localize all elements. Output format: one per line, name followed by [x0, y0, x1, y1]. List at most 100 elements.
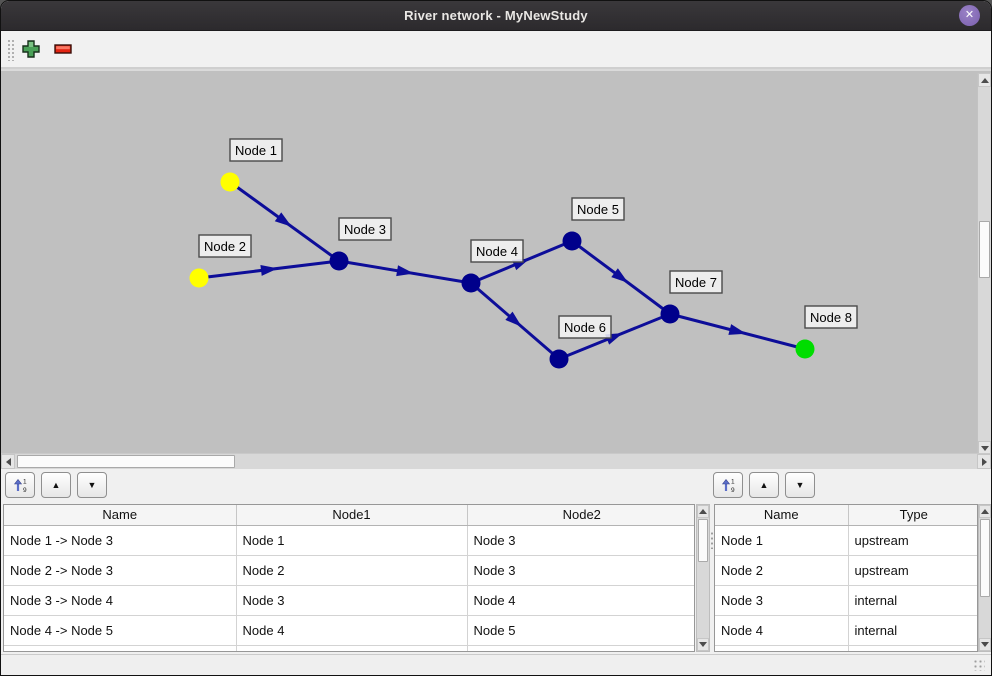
node-label: Node 2	[204, 239, 246, 254]
move-up-icon: ▲	[51, 480, 61, 490]
table-cell[interactable]: Node 5	[467, 615, 694, 646]
close-button[interactable]: ✕	[959, 5, 980, 26]
node-table-scrollbar[interactable]	[978, 504, 991, 652]
scroll-down-icon	[980, 445, 989, 451]
scroll-down-button[interactable]	[979, 638, 991, 651]
table-cell[interactable]: Node 3 -> Node 4	[4, 585, 237, 616]
node-label-box	[470, 239, 524, 263]
column-header[interactable]: Name	[715, 505, 849, 526]
canvas-vscroll-thumb[interactable]	[979, 221, 990, 278]
table-cell[interactable]: Node 2	[236, 555, 468, 586]
node-label-box	[558, 315, 612, 339]
node-scroll-thumb[interactable]	[980, 519, 990, 597]
resize-grip[interactable]	[973, 659, 985, 671]
table-cell[interactable]: Node 1	[236, 525, 468, 556]
scroll-down-button[interactable]	[697, 638, 709, 651]
column-header[interactable]: Node2	[467, 505, 694, 526]
node-move-down-button[interactable]: ▼	[785, 472, 815, 498]
branch-table-scrollbar[interactable]	[696, 504, 710, 652]
node-sort-button[interactable]: 1 9	[713, 472, 743, 498]
node-label-box	[198, 234, 252, 258]
table-row	[4, 645, 694, 651]
scroll-up-button[interactable]	[697, 505, 709, 518]
table-cell[interactable]: Node 3	[467, 555, 694, 586]
branch-move-up-button[interactable]: ▲	[41, 472, 71, 498]
scroll-right-button[interactable]	[977, 454, 991, 469]
scroll-up-icon	[981, 509, 989, 514]
column-header[interactable]: Name	[4, 505, 237, 526]
column-header[interactable]: Type	[848, 505, 977, 526]
titlebar: River network - MyNewStudy ✕	[1, 1, 991, 31]
node-circle[interactable]	[795, 339, 815, 359]
table-cell[interactable]: Node 1	[715, 525, 849, 556]
window-title: River network - MyNewStudy	[404, 8, 588, 23]
node-circle[interactable]	[220, 172, 240, 192]
node-label: Node 6	[564, 320, 606, 335]
branch-sort-button[interactable]: 1 9	[5, 472, 35, 498]
table-cell[interactable]: Node 3	[467, 525, 694, 556]
column-header[interactable]: Node1	[236, 505, 468, 526]
svg-text:1: 1	[23, 479, 27, 486]
canvas-vertical-scrollbar[interactable]	[977, 73, 991, 455]
node-circle[interactable]	[562, 231, 582, 251]
table-cell[interactable]: Node 4	[715, 615, 849, 646]
table-cell[interactable]: internal	[848, 585, 977, 616]
edge-arrow-icon	[274, 212, 292, 227]
node-move-up-button[interactable]: ▲	[749, 472, 779, 498]
table-cell[interactable]: Node 3	[715, 585, 849, 616]
scroll-left-icon	[5, 457, 11, 466]
node-circle[interactable]	[660, 304, 680, 324]
add-node-button[interactable]	[22, 40, 40, 58]
edge-arrow-icon	[396, 265, 414, 277]
close-icon: ✕	[964, 9, 975, 21]
table-row	[715, 645, 977, 651]
branch-move-down-button[interactable]: ▼	[77, 472, 107, 498]
toolbar-drag-handle[interactable]	[7, 39, 14, 61]
node-circle[interactable]	[189, 268, 209, 288]
table-cell[interactable]: Node 3	[236, 585, 468, 616]
scroll-down-icon	[699, 642, 707, 647]
move-down-icon: ▼	[87, 480, 97, 490]
scroll-up-button[interactable]	[978, 73, 991, 87]
node-label-box	[338, 217, 392, 241]
table-cell[interactable]: upstream	[848, 525, 977, 556]
scroll-left-button[interactable]	[1, 454, 15, 469]
canvas-horizontal-scrollbar[interactable]	[1, 453, 991, 469]
table-cell[interactable]: Node 2 -> Node 3	[4, 555, 237, 586]
scroll-up-button[interactable]	[979, 505, 991, 518]
table-cell[interactable]: Node 4 -> Node 5	[4, 615, 237, 646]
table-cell[interactable]: Node 4	[236, 615, 468, 646]
node-circle[interactable]	[329, 251, 349, 271]
table-cell[interactable]: Node 1 -> Node 3	[4, 525, 237, 556]
table-cell[interactable]: internal	[848, 615, 977, 646]
panel-splitter[interactable]	[710, 531, 714, 549]
table-cell[interactable]: upstream	[848, 555, 977, 586]
node-table-toolbar: 1 9 ▲ ▼	[713, 472, 815, 498]
node-circle[interactable]	[461, 273, 481, 293]
node-label-box	[229, 138, 283, 162]
plus-icon	[22, 40, 40, 58]
table-cell[interactable]: Node 2	[715, 555, 849, 586]
branch-scroll-thumb[interactable]	[698, 519, 708, 562]
scroll-up-icon	[699, 509, 707, 514]
node-circle[interactable]	[549, 349, 569, 369]
node-label: Node 1	[235, 143, 277, 158]
remove-node-button[interactable]	[54, 43, 72, 55]
canvas-hscroll-thumb[interactable]	[17, 455, 235, 468]
table-cell[interactable]: Node 4	[467, 585, 694, 616]
